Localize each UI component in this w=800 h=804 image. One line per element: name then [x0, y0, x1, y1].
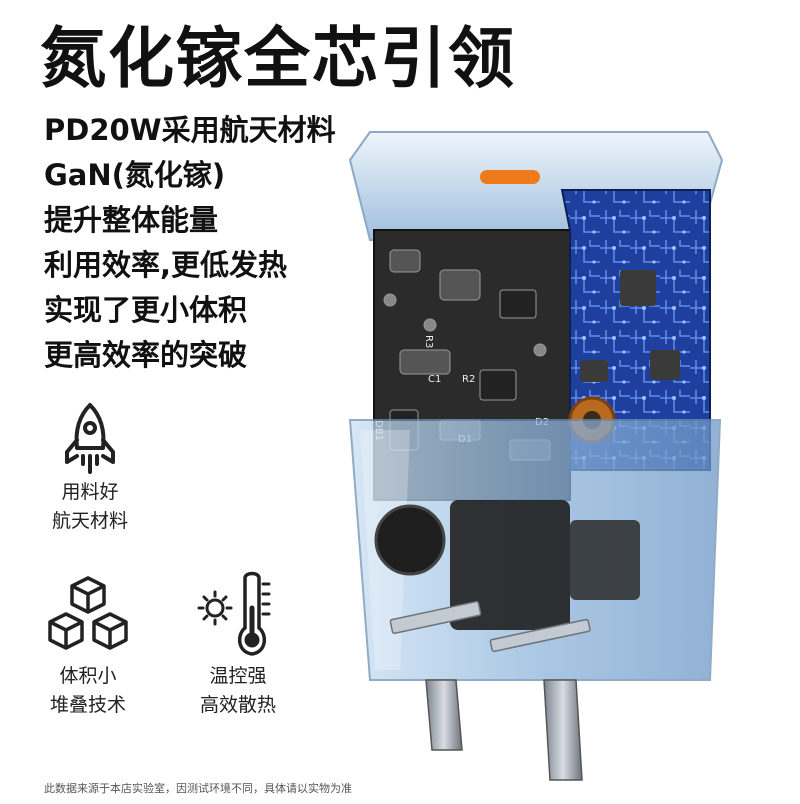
cubes-icon	[48, 576, 128, 650]
feature-line: 提升整体能量	[44, 203, 219, 237]
feature-line: 利用效率,更低发热	[44, 248, 288, 282]
badge-material: 用料好 航天材料	[40, 400, 140, 536]
badge-line1: 用料好	[61, 481, 119, 503]
charger-cutaway-image: R3 C1 R2 DB1 D1 D2	[330, 120, 800, 800]
transformer	[450, 500, 570, 630]
plug-pin-right	[543, 679, 583, 781]
feature-line: 实现了更小体积	[44, 293, 248, 327]
badge-size: 体积小 堆叠技术	[38, 574, 138, 720]
feature-line: 更高效率的突破	[44, 338, 248, 372]
badge-heat: 温控强 高效散热	[178, 568, 298, 720]
rocket-icon	[65, 403, 115, 474]
badge-line1: 体积小	[59, 665, 117, 687]
headline: 氮化镓全芯引领	[40, 20, 516, 97]
feature-line: GaN(氮化镓)	[44, 158, 226, 192]
badge-line1: 温控强	[209, 665, 267, 687]
sun-thermometer-icon	[197, 571, 271, 656]
svg-text:R3: R3	[423, 335, 434, 348]
svg-text:R2: R2	[462, 374, 475, 385]
disclaimer: 此数据来源于本店实验室，因测试环境不同，具体请以实物为准	[44, 782, 352, 795]
svg-text:C1: C1	[428, 374, 441, 385]
usb-c-port	[480, 170, 540, 184]
feature-line: PD20W采用航天材料	[44, 113, 336, 147]
capacitor	[374, 504, 446, 576]
badge-line2: 堆叠技术	[49, 694, 126, 716]
plug-pin-left	[425, 679, 463, 751]
badge-line2: 高效散热	[199, 694, 276, 716]
feature-list: PD20W采用航天材料 GaN(氮化镓) 提升整体能量 利用效率,更低发热 实现…	[44, 108, 336, 378]
badge-line2: 航天材料	[51, 510, 128, 532]
